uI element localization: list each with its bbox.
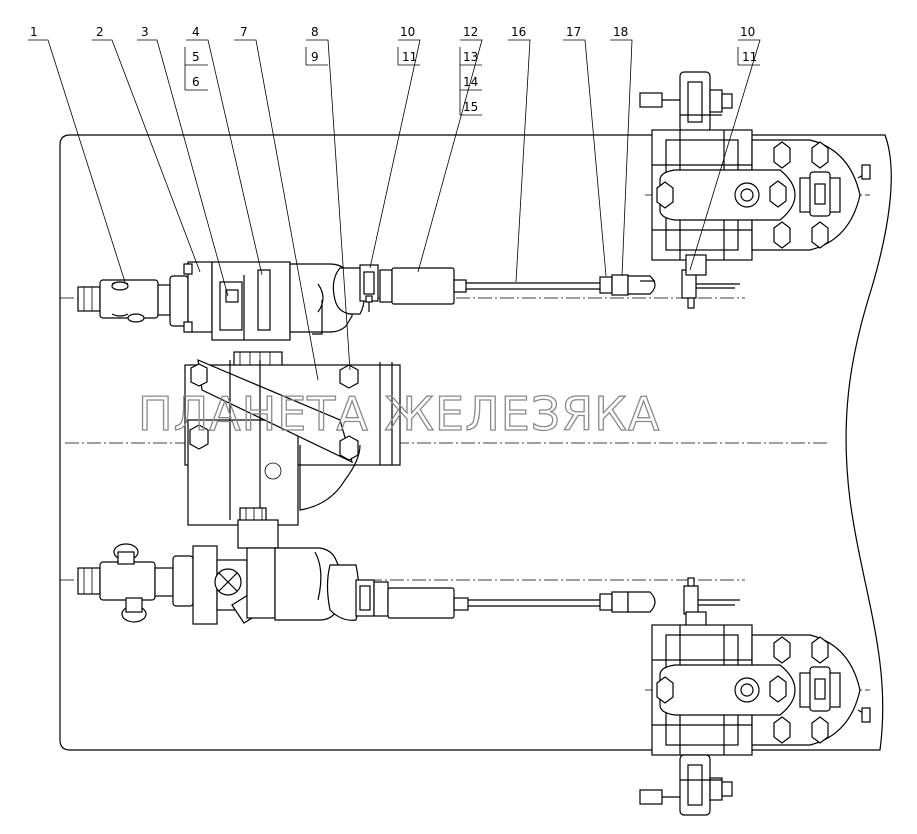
callout-15: 15: [463, 100, 478, 114]
callout-5: 5: [192, 50, 200, 64]
central-bracket: [184, 359, 401, 526]
callout-9: 9: [311, 50, 319, 64]
callout-2: 2: [96, 25, 104, 39]
lower-valve-assembly: [77, 519, 740, 625]
callout-12: 12: [463, 25, 478, 39]
leader-lines: [28, 39, 761, 381]
upper-brake-caliper: [639, 71, 871, 276]
frame-outline: [59, 134, 892, 751]
callout-17: 17: [566, 25, 581, 39]
callout-16: 16: [511, 25, 526, 39]
callout-4: 4: [192, 25, 200, 39]
watermark-text: ПЛАНЕТА ЖЕЛЕЗЯКА: [138, 387, 660, 441]
callout-3: 3: [141, 25, 149, 39]
callout-13: 13: [463, 50, 478, 64]
center-lines: [60, 194, 870, 691]
callout-1: 1: [30, 25, 38, 39]
callout-14: 14: [463, 75, 478, 89]
callout-6: 6: [192, 75, 200, 89]
callout-7: 7: [240, 25, 248, 39]
lower-brake-caliper: [639, 611, 871, 816]
callout-18: 18: [613, 25, 628, 39]
upper-valve-assembly: [77, 261, 740, 381]
callout-11: 11: [402, 50, 417, 64]
callout-10-right: 10: [740, 25, 755, 39]
callout-10: 10: [400, 25, 415, 39]
callout-labels: 1 2 3 4 5 6 7 8 9 10 11 12 13 14 15 16 1…: [30, 25, 757, 114]
callout-11-right: 11: [742, 50, 757, 64]
callout-8: 8: [311, 25, 319, 39]
